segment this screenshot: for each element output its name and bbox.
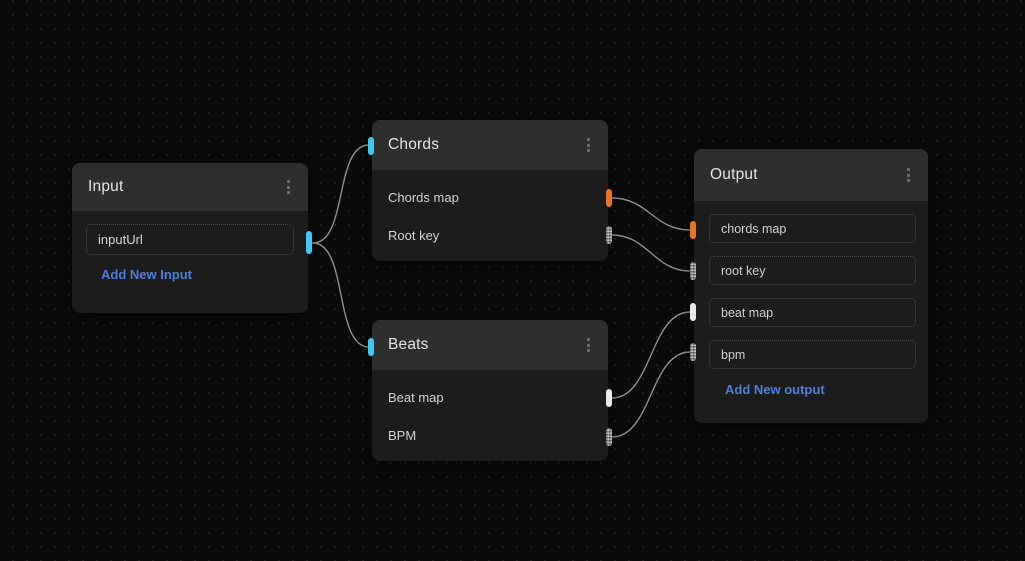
node-beats-header[interactable]: Beats	[372, 320, 608, 370]
port-output-chords-map-in[interactable]	[690, 221, 696, 239]
port-root-key-out[interactable]	[606, 226, 612, 244]
row-beat-map: Beat map	[388, 378, 592, 416]
node-beats[interactable]: Beats Beat map BPM	[368, 320, 612, 461]
port-chords-in[interactable]	[368, 137, 374, 155]
row-bpm-label: BPM	[388, 427, 417, 443]
row-chords-map: Chords map	[388, 178, 592, 216]
row-root-key: Root key	[388, 216, 592, 254]
row-root-key-label: Root key	[388, 227, 440, 243]
kebab-menu-icon[interactable]	[584, 134, 593, 156]
port-beats-in[interactable]	[368, 338, 374, 356]
input-url-field[interactable]: inputUrl	[86, 224, 294, 255]
wire-chordsmap-to-output[interactable]	[611, 197, 691, 231]
node-input-box: Input inputUrl Add New Input	[72, 163, 308, 313]
node-beats-box: Beats Beat map BPM	[372, 320, 608, 461]
add-new-output-button[interactable]: Add New output	[725, 382, 825, 397]
node-output-header[interactable]: Output	[694, 149, 928, 201]
row-chords-map-label: Chords map	[388, 189, 459, 205]
port-beat-map-out[interactable]	[606, 389, 612, 407]
port-output-root-key-in[interactable]	[690, 262, 696, 280]
node-output-box: Output chords map root key beat map bpm …	[694, 149, 928, 423]
port-output-bpm-in[interactable]	[690, 343, 696, 361]
node-input-title: Input	[88, 178, 124, 195]
wire-rootkey-to-output[interactable]	[611, 234, 691, 272]
port-bpm-out[interactable]	[606, 428, 612, 446]
node-input-header[interactable]: Input	[72, 163, 308, 211]
node-output-title: Output	[710, 166, 758, 183]
node-beats-title: Beats	[388, 336, 429, 353]
node-chords-header[interactable]: Chords	[372, 120, 608, 170]
row-bpm: BPM	[388, 416, 592, 454]
node-output[interactable]: Output chords map root key beat map bpm …	[690, 149, 928, 423]
wire-beatmap-to-output[interactable]	[611, 311, 691, 399]
node-chords-box: Chords Chords map Root key	[372, 120, 608, 261]
node-chords[interactable]: Chords Chords map Root key	[368, 120, 612, 261]
output-field-root-key[interactable]: root key	[709, 256, 916, 285]
node-input[interactable]: Input inputUrl Add New Input	[72, 163, 312, 313]
wire-bpm-to-output[interactable]	[611, 351, 691, 438]
wire-input-to-beats[interactable]	[312, 242, 370, 348]
port-input-out[interactable]	[306, 231, 312, 254]
add-new-input-button[interactable]: Add New Input	[101, 267, 192, 282]
wire-input-to-chords[interactable]	[312, 144, 370, 244]
port-chords-map-out[interactable]	[606, 189, 612, 207]
port-output-beat-map-in[interactable]	[690, 303, 696, 321]
row-beat-map-label: Beat map	[388, 389, 444, 405]
node-chords-title: Chords	[388, 136, 440, 153]
output-field-bpm[interactable]: bpm	[709, 340, 916, 369]
kebab-menu-icon[interactable]	[584, 334, 593, 356]
kebab-menu-icon[interactable]	[904, 164, 913, 186]
kebab-menu-icon[interactable]	[284, 176, 293, 198]
output-field-chords-map[interactable]: chords map	[709, 214, 916, 243]
output-field-beat-map[interactable]: beat map	[709, 298, 916, 327]
